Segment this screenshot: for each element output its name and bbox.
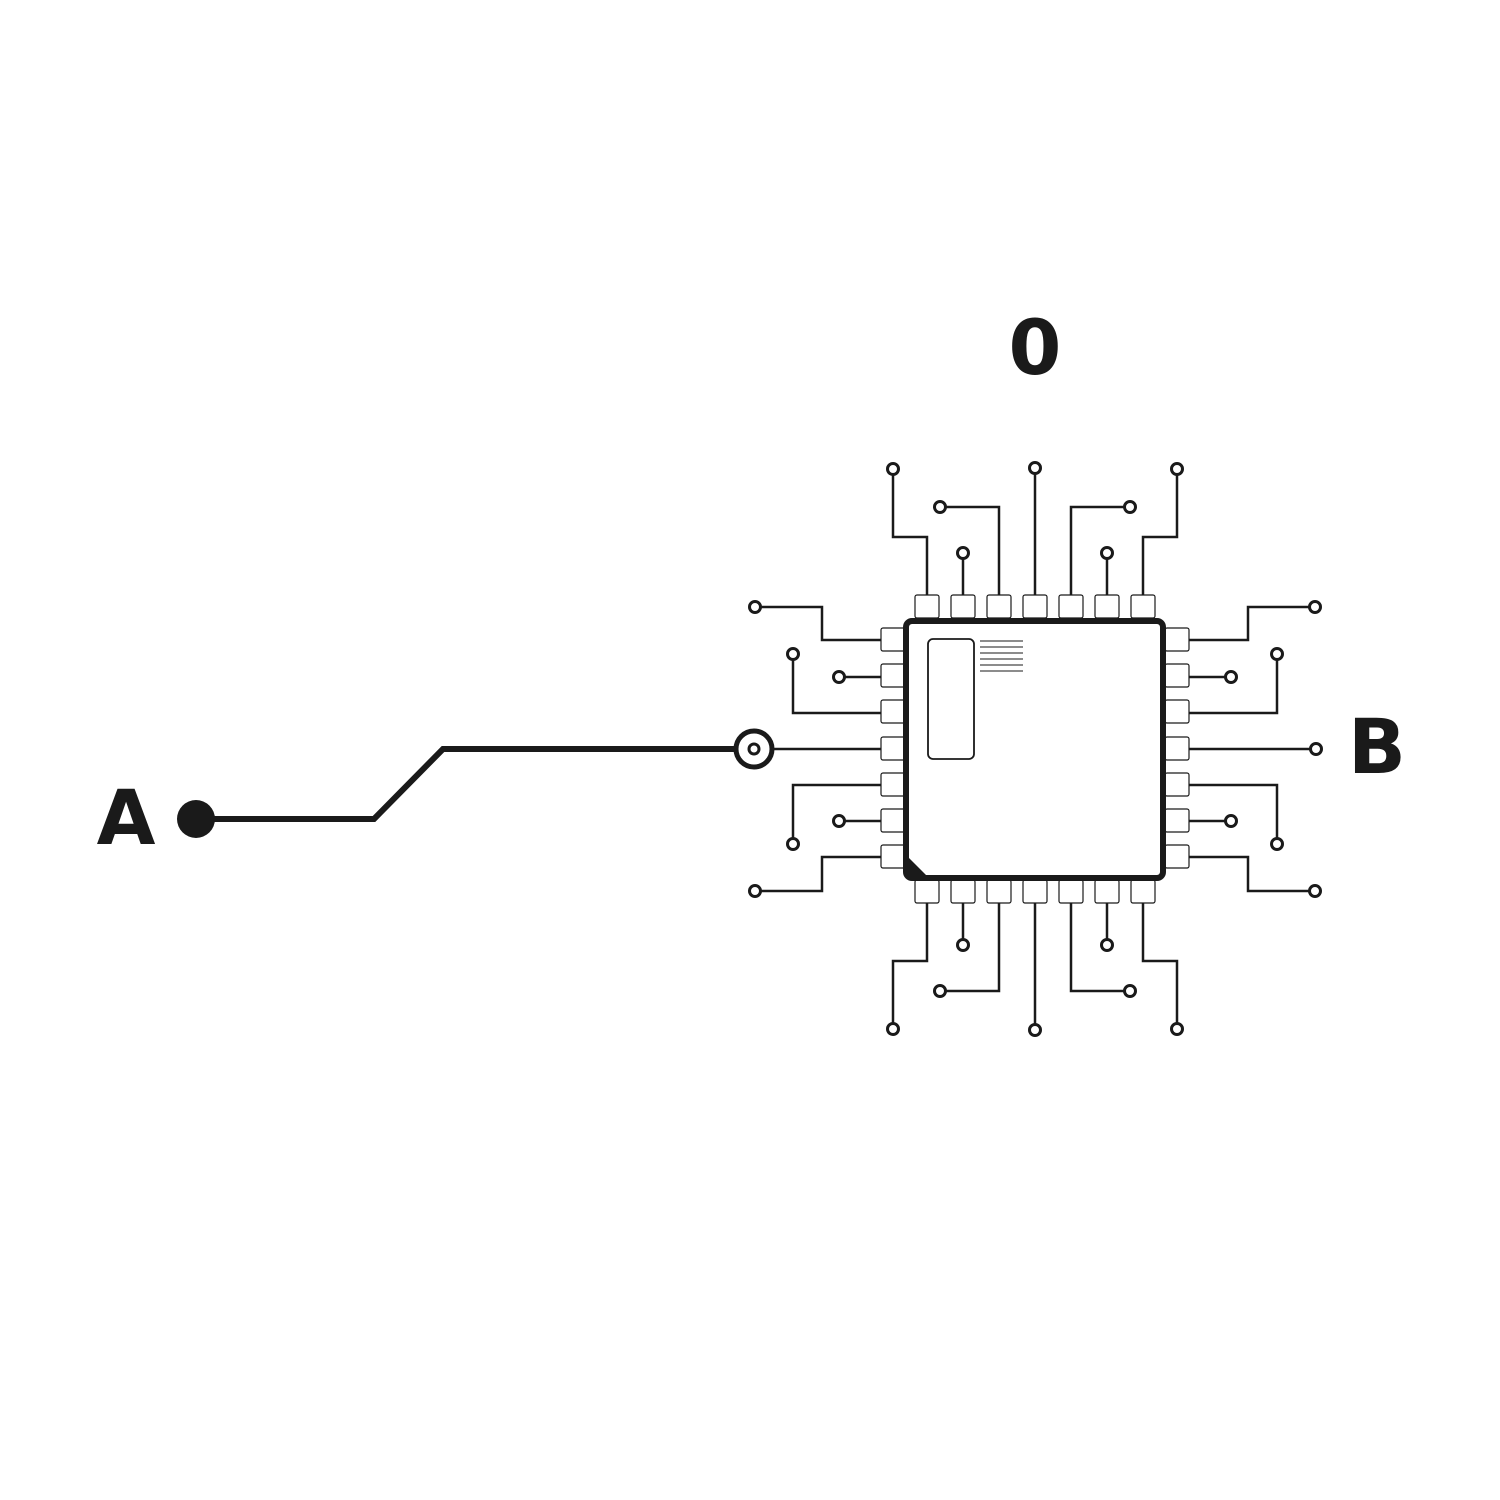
via-bottom [886,1022,900,1036]
via-left [832,670,846,684]
chip-pin-top [986,594,1012,619]
chip-orientation-mark [909,858,926,875]
via-right [1308,600,1322,614]
chip-body [903,618,1166,881]
chip-traces [755,468,1316,1030]
via-top [956,546,970,560]
chip-pin-top [914,594,940,619]
via-top [1028,461,1042,475]
via-right [1270,647,1284,661]
chip-pin-left [880,772,906,797]
trace-top [1141,469,1179,595]
chip-pin-bottom [1130,879,1156,904]
via-bottom [1100,938,1114,952]
via-left [748,884,762,898]
trace-right [1189,654,1279,715]
chip-pin-top [1022,594,1048,619]
via-right [1270,837,1284,851]
chip-pin-left [880,736,906,761]
chip-pin-bottom [986,879,1012,904]
via-top [1123,500,1137,514]
trace-left [755,855,881,893]
via-left [748,600,762,614]
via-left [786,647,800,661]
chip-pin-right [1164,772,1190,797]
chip-pin-left [880,808,906,833]
chip-pin-right [1164,627,1190,652]
via-right [1309,742,1323,756]
via-right [1224,670,1238,684]
connection-wire [196,746,735,822]
via-top [933,500,947,514]
chip-pin-top [1094,594,1120,619]
via-right [1224,814,1238,828]
trace-left [755,605,881,642]
target-ring-icon [733,728,775,770]
via-top [1170,462,1184,476]
via-top [1100,546,1114,560]
chip-pin-right [1164,808,1190,833]
chip-pin-left [880,844,906,869]
trace-right [1189,855,1315,893]
chip-pin-right [1164,844,1190,869]
label-b: B [1348,702,1406,791]
trace-bottom [1141,903,1179,1029]
chip-pin-right [1164,736,1190,761]
chip-pin-top [1058,594,1084,619]
trace-vias [748,461,1323,1037]
microchip-icon [903,618,1166,881]
chip-pin-bottom [950,879,976,904]
chip-pin-bottom [1058,879,1084,904]
chip-pin-top [1130,594,1156,619]
label-top: 0 [1009,303,1062,392]
chip-pin-left [880,663,906,688]
chip-pins [880,594,1190,904]
trace-top [1069,505,1130,595]
trace-right [1189,783,1279,844]
trace-bottom [891,903,929,1029]
trace-right [1189,605,1315,642]
chip-pin-right [1164,699,1190,724]
chip-die-window [927,638,975,760]
trace-bottom [1069,903,1130,993]
chip-pin-bottom [1022,879,1048,904]
chip-pin-left [880,699,906,724]
chip-pin-top [950,594,976,619]
via-left [786,837,800,851]
label-a: A [97,773,156,862]
trace-left [791,783,881,844]
via-bottom [956,938,970,952]
trace-left [791,654,881,715]
chip-pin-bottom [1094,879,1120,904]
chip-pin-left [880,627,906,652]
chip-pin-right [1164,663,1190,688]
via-bottom [1123,984,1137,998]
via-left [832,814,846,828]
via-right [1308,884,1322,898]
via-top [886,462,900,476]
chip-pin-bottom [914,879,940,904]
via-bottom [1028,1023,1042,1037]
trace-top [940,505,1001,595]
trace-bottom [940,903,1001,993]
terminal-dot-icon [177,800,215,838]
trace-top [891,469,929,595]
via-bottom [1170,1022,1184,1036]
via-bottom [933,984,947,998]
chip-marking-lines [980,640,1023,672]
